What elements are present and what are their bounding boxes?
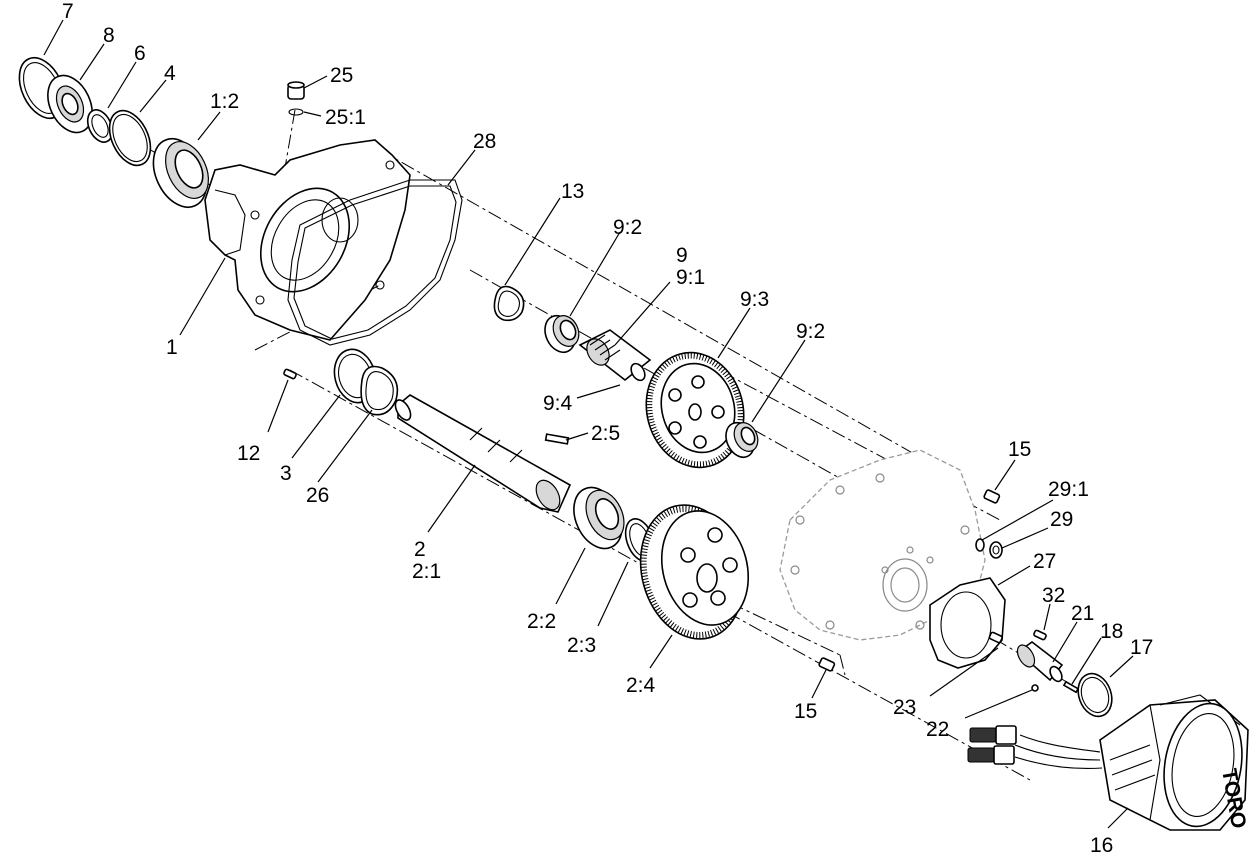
seal-8 bbox=[47, 74, 93, 134]
callout-25: 25 bbox=[330, 64, 353, 87]
callout-16: 16 bbox=[1090, 834, 1113, 857]
callout-17: 17 bbox=[1130, 636, 1153, 659]
callout-1-2: 1:2 bbox=[210, 90, 239, 113]
callout-9-2-lower: 9:2 bbox=[796, 320, 825, 343]
screw-15-lower bbox=[818, 657, 836, 672]
oring-26 bbox=[360, 365, 399, 416]
callout-2-2: 2:2 bbox=[527, 610, 556, 633]
callout-26: 26 bbox=[306, 484, 329, 507]
callout-1: 1 bbox=[166, 336, 178, 359]
seal-29 bbox=[989, 541, 1003, 559]
callout-9: 9 bbox=[676, 244, 688, 267]
gasket-28 bbox=[287, 179, 463, 346]
leader-lines bbox=[43, 19, 1134, 829]
dowel-32 bbox=[1033, 629, 1047, 641]
bearing-9-2-upper bbox=[544, 314, 580, 354]
callout-9-1: 9:1 bbox=[676, 266, 705, 289]
callout-9-2-upper: 9:2 bbox=[613, 216, 642, 239]
callout-9-3: 9:3 bbox=[740, 288, 769, 311]
callout-labels: 7 8 6 4 1:2 25 25:1 28 13 9:2 9 9:1 9:3 … bbox=[62, 0, 1153, 857]
callout-15-lower: 15 bbox=[794, 700, 817, 723]
bearing-2-2 bbox=[573, 486, 625, 550]
callout-2-5: 2:5 bbox=[591, 422, 620, 445]
callout-2-3: 2:3 bbox=[567, 634, 596, 657]
key-18 bbox=[1062, 680, 1080, 694]
connector-lower bbox=[967, 747, 995, 763]
callout-22: 22 bbox=[926, 718, 949, 741]
callout-7: 7 bbox=[62, 0, 74, 23]
screw-15-upper bbox=[983, 489, 1001, 504]
pinion-shaft-9 bbox=[578, 329, 652, 382]
gear-9-3 bbox=[645, 351, 745, 469]
callout-13: 13 bbox=[561, 180, 584, 203]
callout-21: 21 bbox=[1071, 602, 1094, 625]
output-shaft-2 bbox=[394, 394, 572, 513]
callout-12: 12 bbox=[237, 442, 260, 465]
callout-4: 4 bbox=[164, 62, 176, 85]
callout-2-4: 2:4 bbox=[626, 674, 656, 697]
plug-25 bbox=[287, 81, 305, 116]
coupler-21 bbox=[1016, 641, 1064, 683]
setscrew-22 bbox=[1031, 684, 1039, 692]
oring-17 bbox=[1077, 672, 1113, 718]
bearing-9-2-lower bbox=[725, 421, 759, 459]
motor-16: TORO bbox=[967, 694, 1250, 831]
callout-28: 28 bbox=[473, 130, 496, 153]
callout-27: 27 bbox=[1033, 550, 1056, 573]
callout-23: 23 bbox=[893, 696, 916, 719]
callout-2: 2 bbox=[414, 538, 426, 561]
callout-8: 8 bbox=[103, 24, 115, 47]
callout-2-1: 2:1 bbox=[412, 560, 441, 583]
connector-upper bbox=[969, 727, 997, 743]
callout-29: 29 bbox=[1050, 508, 1073, 531]
callout-18: 18 bbox=[1100, 620, 1123, 643]
oring-13 bbox=[493, 285, 525, 322]
callout-3: 3 bbox=[280, 462, 292, 485]
ring-4 bbox=[108, 109, 152, 167]
gasket-27 bbox=[929, 577, 1006, 669]
callout-9-4: 9:4 bbox=[543, 392, 573, 415]
callout-25-1: 25:1 bbox=[325, 106, 366, 129]
pin-12 bbox=[283, 368, 297, 380]
gear-2-4 bbox=[639, 504, 750, 640]
callout-6: 6 bbox=[134, 42, 146, 65]
bolt-23 bbox=[988, 631, 1003, 644]
callout-15-upper: 15 bbox=[1008, 438, 1031, 461]
callout-32: 32 bbox=[1042, 584, 1065, 607]
callout-29-1: 29:1 bbox=[1048, 478, 1089, 501]
housing-1 bbox=[204, 139, 411, 341]
bearing-1-2 bbox=[152, 138, 209, 208]
washer-29-1 bbox=[975, 538, 985, 552]
